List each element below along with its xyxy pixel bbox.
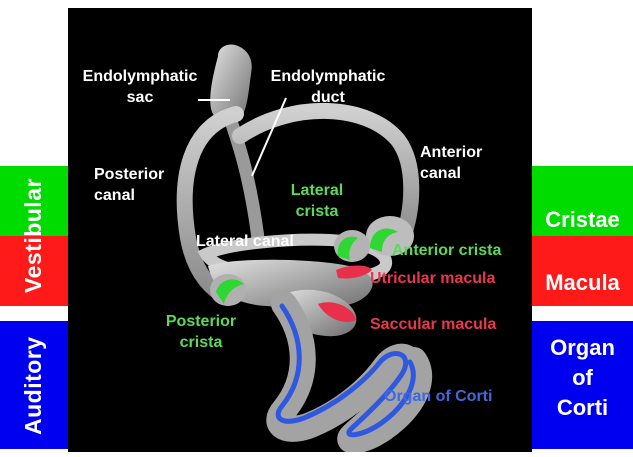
utricular-macula-label: Utricular macula <box>370 268 495 289</box>
vestibular-label: Vestibular <box>20 172 47 300</box>
organ-of-corti-label: Organ of Corti <box>532 333 633 423</box>
cristae-label: Cristae <box>532 205 633 235</box>
saccular-macula-label: Saccular macula <box>370 314 496 335</box>
of-word: of <box>532 363 633 393</box>
lateral-canal-label: Lateral canal <box>196 231 294 252</box>
auditory-label: Auditory <box>20 330 47 442</box>
posterior-crista-label: Posterior crista <box>154 311 248 353</box>
endolymphatic-duct-label: Endolymphatic duct <box>264 66 392 108</box>
macula-label: Macula <box>532 268 633 298</box>
posterior-canal-label: Posterior canal <box>94 164 164 206</box>
lateral-crista-label: Lateral crista <box>274 180 360 222</box>
endolymphatic-sac-label: Endolymphatic sac <box>80 66 200 108</box>
duct-pointer-line <box>252 98 286 176</box>
organ-word: Organ <box>532 333 633 363</box>
inner-ear-diagram: Endolymphatic sac Endolymphatic duct Pos… <box>68 8 532 452</box>
organ-of-corti-diagram-label: Organ of Corti <box>384 386 492 407</box>
anterior-canal-label: Anterior canal <box>420 142 482 184</box>
corti-word: Corti <box>532 393 633 423</box>
anterior-crista-label: Anterior crista <box>392 240 501 261</box>
